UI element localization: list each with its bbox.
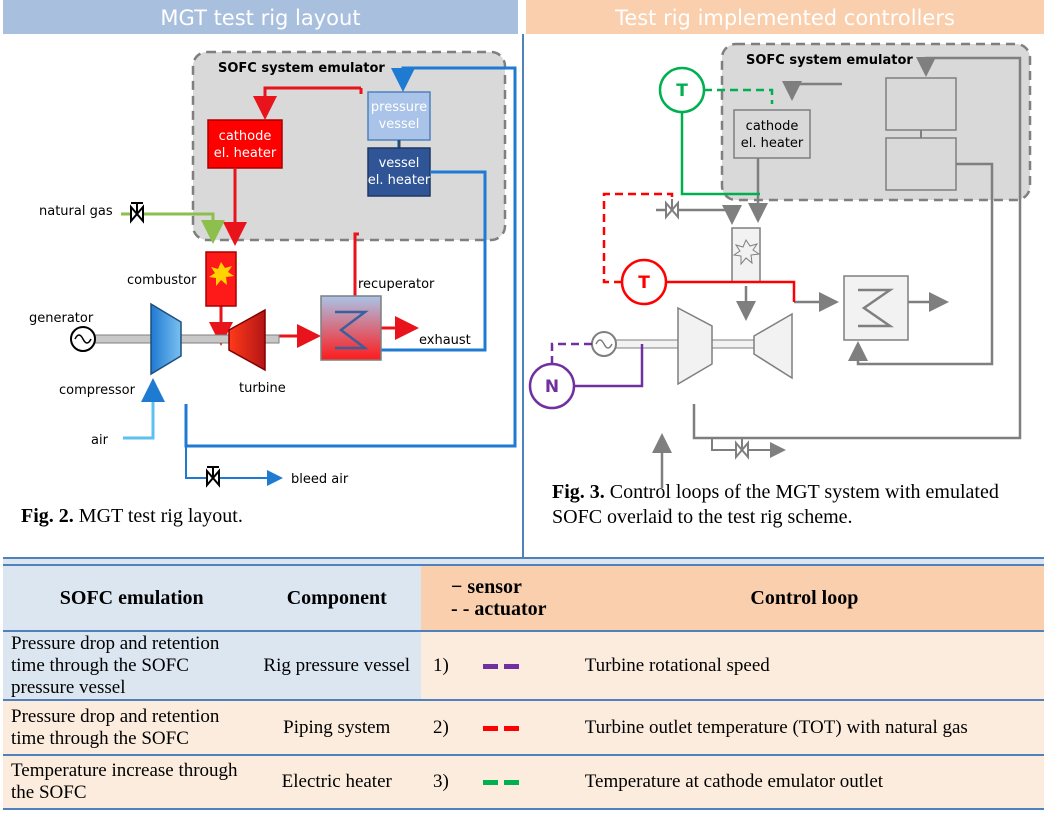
row3-control-loop: Temperature at cathode emulator outlet	[564, 755, 1044, 810]
table-row: Pressure drop and retention time through…	[3, 631, 1044, 701]
row2-number: 2)	[433, 716, 449, 738]
table-row: Temperature increase through the SOFC El…	[3, 755, 1044, 810]
fig2-compressor-label: compressor	[59, 383, 136, 398]
fig2-emulator-label: SOFC system emulator	[218, 61, 385, 76]
fig2-caption-label: Fig. 2.	[21, 505, 74, 527]
header-control-loop: Control loop	[564, 566, 1044, 632]
fig2-to-cathode-line	[253, 86, 361, 120]
fig2-recuperator	[320, 295, 382, 361]
fig3-red-sensor-line	[666, 280, 796, 302]
fig3-emulator-label: SOFC system emulator	[746, 53, 913, 68]
fig2-caption-text: MGT test rig layout.	[73, 505, 243, 527]
fig2-flame-icon	[209, 262, 234, 286]
fig2-gas-valve-icon	[130, 202, 144, 224]
fig2-bleed-valve-icon	[206, 466, 220, 488]
fig2-cathode-heater-line1: cathode	[219, 129, 272, 144]
section-divider	[3, 557, 1044, 566]
fig3-purple-sensor-line	[574, 344, 644, 388]
legend-sensor: − sensor	[451, 576, 522, 598]
fig2-air-line	[123, 378, 165, 440]
fig2-compressed-air-line	[184, 66, 517, 448]
right-panel-title: Test rig implemented controllers	[526, 0, 1044, 34]
fig3-bleed-valve-icon	[735, 439, 749, 460]
fig2-caption: Fig. 2. MGT test rig layout.	[21, 504, 501, 529]
row1-component: Rig pressure vessel	[252, 631, 422, 701]
fig3-cathode-heater-line1: cathode	[746, 119, 799, 134]
fig3-caption-label: Fig. 3.	[552, 481, 605, 503]
panel-divider	[522, 34, 524, 557]
table-row: Pressure drop and retention time through…	[3, 700, 1044, 756]
control-loop-table: SOFC emulation Component − sensor - - ac…	[3, 566, 1044, 810]
fig2-natural-gas-label: natural gas	[39, 204, 113, 219]
row3-dash-swatch	[483, 780, 520, 786]
fig2-natural-gas-line	[121, 212, 225, 244]
fig2-vessel-heater-line1: vessel	[379, 156, 420, 171]
fig2-bleed-air-line	[185, 446, 283, 486]
fig3-cathode-heater-line2: el. heater	[741, 136, 804, 151]
legend-actuator: - - actuator	[451, 598, 547, 620]
fig2-bleed-air-label: bleed air	[291, 472, 349, 487]
fig3-panel: SOFC system emulator cathode el. heater	[522, 34, 1044, 557]
fig3-cathode-heater	[733, 109, 811, 159]
fig3-red-actuator-line	[602, 192, 674, 284]
fig2-cathode-heater	[207, 119, 283, 169]
fig2-air-label: air	[91, 433, 109, 448]
fig2-turbine-label: turbine	[239, 381, 286, 396]
fig2-recuperator-label: recuperator	[358, 277, 435, 292]
row2-dash-swatch	[483, 725, 520, 731]
table-header-row: SOFC emulation Component − sensor - - ac…	[3, 566, 1044, 632]
row1-legend: 1)	[421, 631, 565, 701]
fig3-speed-sensor-label: N	[545, 377, 559, 397]
fig2-exhaust-label: exhaust	[419, 333, 471, 348]
row1-emulation: Pressure drop and retention time through…	[3, 631, 253, 701]
fig3-compressor	[677, 306, 713, 386]
fig3-temp-sensor-tot-label: T	[638, 273, 650, 293]
fig3-diagram: SOFC system emulator cathode el. heater	[528, 42, 1032, 488]
row1-control-loop: Turbine rotational speed	[564, 631, 1044, 701]
fig3-green-actuator-line	[704, 88, 774, 104]
fig2-vessel-heater	[367, 147, 431, 197]
header-emulation: SOFC emulation	[3, 566, 253, 632]
fig3-pressure-vessel	[885, 77, 957, 131]
row1-dash-swatch	[483, 663, 520, 669]
row2-emulation: Pressure drop and retention time through…	[3, 700, 253, 756]
fig3-recuperator	[843, 275, 909, 341]
fig3-flame-icon	[732, 238, 761, 266]
header-legend: − sensor - - actuator	[421, 566, 565, 632]
fig2-panel: SOFC system emulator cathode el. heater …	[3, 34, 522, 557]
fig3-green-sensor-line	[680, 112, 760, 196]
fig2-diagram: SOFC system emulator cathode el. heater …	[29, 50, 517, 488]
left-panel-title: MGT test rig layout	[3, 0, 518, 34]
fig2-compressor	[150, 302, 182, 376]
row3-component: Electric heater	[252, 755, 422, 810]
fig3-caption-text: Control loops of the MGT system with emu…	[552, 481, 999, 528]
fig2-turbine	[228, 308, 266, 372]
fig2-pressure-vessel-line1: pressure	[371, 100, 427, 115]
fig2-pressure-vessel	[367, 91, 431, 141]
fig3-temp-sensor-cathode-label: T	[676, 81, 688, 101]
fig3-turbine	[753, 312, 793, 380]
fig2-combustor-label: combustor	[127, 273, 197, 288]
row1-number: 1)	[433, 654, 449, 676]
row3-legend: 3)	[421, 755, 565, 810]
fig3-caption: Fig. 3. Control loops of the MGT system …	[552, 480, 1032, 530]
row2-legend: 2)	[421, 700, 565, 756]
header-component: Component	[252, 566, 422, 632]
row2-component: Piping system	[252, 700, 422, 756]
fig2-pressure-vessel-line2: vessel	[379, 117, 420, 132]
fig2-vessel-heater-line2: el. heater	[368, 173, 431, 188]
fig2-generator-label: generator	[29, 311, 94, 326]
fig3-combustor	[731, 227, 761, 283]
row3-number: 3)	[433, 771, 449, 792]
fig2-cathode-heater-line2: el. heater	[214, 146, 277, 161]
fig3-vessel-heater	[885, 137, 957, 191]
row2-control-loop: Turbine outlet temperature (TOT) with na…	[564, 700, 1044, 756]
row3-emulation: Temperature increase through the SOFC	[3, 755, 253, 810]
fig3-gas-valve-icon	[665, 199, 679, 220]
fig3-purple-actuator-line	[550, 342, 592, 364]
